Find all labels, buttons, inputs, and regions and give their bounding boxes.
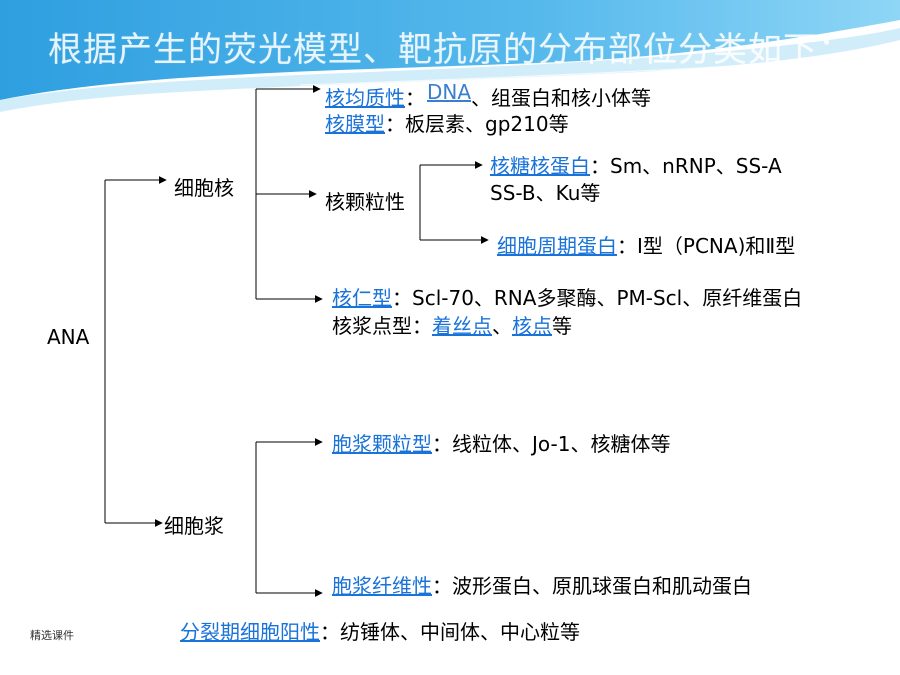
mitotic-pattern: 分裂期细胞阳性：纺锤体、中间体、中心粒等 bbox=[180, 620, 580, 644]
nuclear-dots-link[interactable]: 核点 bbox=[512, 314, 552, 338]
cytoplasm-label: 细胞浆 bbox=[164, 514, 224, 538]
snrnp-pattern: 核糖核蛋白：Sm、nRNP、SS-A bbox=[490, 154, 782, 178]
nucleoplasm-prefix: 核浆点型： bbox=[332, 314, 432, 338]
page-number: 3 bbox=[447, 630, 453, 639]
cyto-granular-link[interactable]: 胞浆颗粒型 bbox=[332, 432, 432, 456]
centromere-link[interactable]: 着丝点 bbox=[432, 314, 492, 338]
root-label: ANA bbox=[47, 325, 90, 349]
cyto-fibrous-pattern: 胞浆纤维性：波形蛋白、原肌球蛋白和肌动蛋白 bbox=[332, 574, 752, 598]
membrane-pattern: 核膜型：板层素、gp210等 bbox=[325, 112, 569, 136]
nucleus-label: 细胞核 bbox=[174, 176, 234, 200]
snrnp-antigens: ：Sm、nRNP、SS-A bbox=[590, 154, 782, 178]
cyto-granular-antigens: ：线粒体、Jo-1、核糖体等 bbox=[432, 432, 671, 456]
header-wave-background bbox=[0, 0, 900, 112]
slide-title: 根据产生的荧光模型、靶抗原的分布部位分类如下： bbox=[48, 30, 853, 70]
nucleoplasm-suffix: 等 bbox=[552, 314, 572, 338]
nucleoplasm-speckled-pattern: 核浆点型：着丝点、核点等 bbox=[332, 314, 572, 338]
cell-cycle-link[interactable]: 细胞周期蛋白 bbox=[497, 234, 617, 258]
mitotic-link[interactable]: 分裂期细胞阳性 bbox=[180, 620, 320, 644]
nucleolar-antigens: ：Scl-70、RNA多聚酶、PM-Scl、原纤维蛋白 bbox=[392, 286, 803, 310]
cyto-fibrous-link[interactable]: 胞浆纤维性 bbox=[332, 574, 432, 598]
homogeneous-antigens: 、组蛋白和核小体等 bbox=[471, 86, 652, 110]
cell-cycle-pattern: 细胞周期蛋白：Ⅰ型（PCNA)和Ⅱ型 bbox=[497, 234, 795, 258]
nucleoplasm-sep: 、 bbox=[492, 314, 512, 338]
snrnp-antigens-line2: SS-B、Ku等 bbox=[490, 181, 601, 205]
membrane-link[interactable]: 核膜型 bbox=[325, 112, 385, 136]
dna-link[interactable]: DNA bbox=[427, 80, 472, 104]
granular-label: 核颗粒性 bbox=[325, 190, 405, 214]
homogeneous-sep: ： bbox=[405, 86, 425, 110]
cell-cycle-antigens: ：Ⅰ型（PCNA)和Ⅱ型 bbox=[617, 234, 796, 258]
snrnp-link[interactable]: 核糖核蛋白 bbox=[490, 154, 590, 178]
mitotic-antigens: ：纺锤体、中间体、中心粒等 bbox=[320, 620, 580, 644]
cyto-granular-pattern: 胞浆颗粒型：线粒体、Jo-1、核糖体等 bbox=[332, 432, 670, 456]
footer-text: 精选课件 bbox=[30, 629, 74, 642]
homogeneous-pattern: 核均质性：DNA、组蛋白和核小体等 bbox=[325, 80, 652, 110]
homogeneous-link[interactable]: 核均质性 bbox=[325, 86, 405, 110]
nucleolar-pattern: 核仁型：Scl-70、RNA多聚酶、PM-Scl、原纤维蛋白 bbox=[332, 286, 802, 310]
cyto-fibrous-antigens: ：波形蛋白、原肌球蛋白和肌动蛋白 bbox=[432, 574, 752, 598]
nucleolar-link[interactable]: 核仁型 bbox=[332, 286, 392, 310]
membrane-antigens: ：板层素、gp210等 bbox=[385, 112, 569, 136]
